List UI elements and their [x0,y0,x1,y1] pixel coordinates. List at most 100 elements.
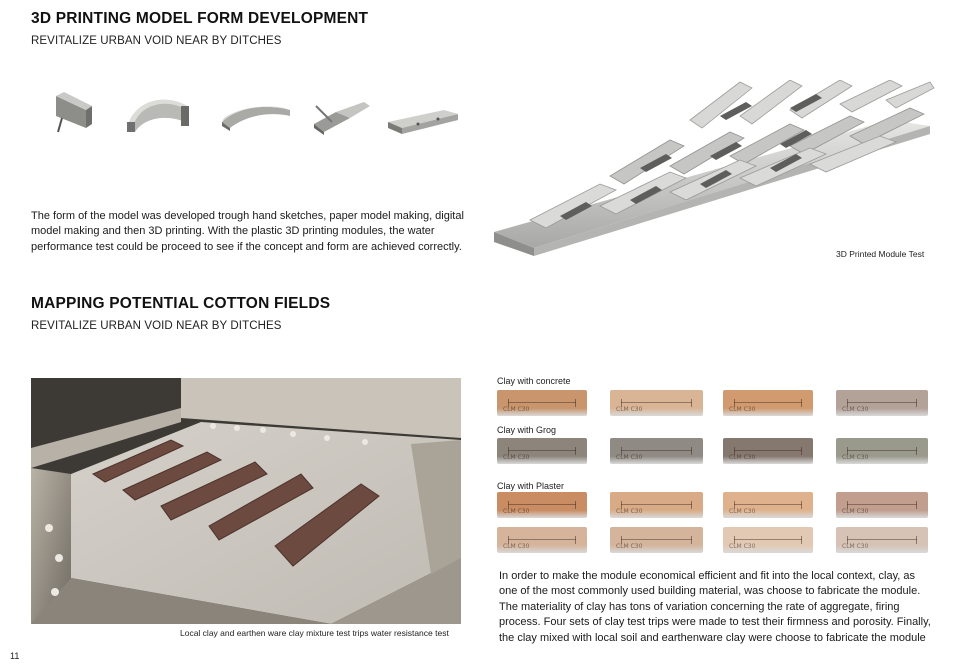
section1-description-line: The form of the model was developed trou… [31,210,464,222]
measure-tick [575,536,577,544]
clay-test-strip: CLM C30 [723,390,813,416]
measure-line [733,538,803,540]
section2-description-line: process. Four sets of clay test trips we… [499,616,931,629]
measure-tick [847,536,849,544]
measure-tick [575,501,577,509]
measure-line [507,449,577,451]
clay-test-strip: CLM C30 [497,438,587,464]
strip-mark-text: CLM C30 [842,406,869,413]
strip-mark-text: CLM C30 [503,508,530,515]
measure-tick [507,399,509,407]
module-image-caption: 3D Printed Module Test [836,249,925,259]
measure-tick [690,447,692,455]
measure-line [621,503,692,505]
section2-description-line: In order to make the module economical e… [499,570,915,582]
measure-line [733,503,803,505]
measure-tick [733,536,735,544]
model-form-2-image [127,99,189,132]
measure-tick [575,399,577,407]
measure-tick [801,501,803,509]
measure-tick [690,399,692,407]
strip-mark-text: CLM C30 [729,543,756,550]
strip-mark-text: CLM C30 [503,406,530,413]
measure-line [847,503,917,505]
clay-test-box-photo [31,378,461,624]
measure-tick [847,501,849,509]
measure-tick [915,536,917,544]
clay-test-strip: CLM C30 [836,492,928,518]
model-form-1-image [56,92,92,133]
measure-line [847,449,917,451]
measure-tick [621,447,623,455]
model-form-5-image [388,110,458,134]
strip-mark-text: CLM C30 [842,508,869,515]
strip-mark-text: CLM C30 [503,543,530,550]
measure-tick [733,447,735,455]
strip-mark-text: CLM C30 [842,543,869,550]
model-form-3-image [222,106,290,131]
strip-mark-text: CLM C30 [616,406,643,413]
measure-tick [507,536,509,544]
measure-tick [801,399,803,407]
section1-description: The form of the model was developed trou… [31,209,464,255]
measure-tick [801,447,803,455]
measure-tick [621,501,623,509]
section1-description-line: performance test could be proceed to see… [31,240,462,253]
clay-box-photo-caption: Local clay and earthen ware clay mixture… [180,628,449,638]
measure-tick [733,501,735,509]
strip-mark-text: CLM C30 [616,454,643,461]
measure-tick [915,399,917,407]
measure-line [733,401,803,403]
measure-tick [915,501,917,509]
clay-test-strip: CLM C30 [723,438,813,464]
measure-line [621,449,692,451]
clay-test-strip: CLM C30 [497,492,587,518]
strip-mark-text: CLM C30 [616,508,643,515]
clay-with-concrete-label: Clay with concrete [497,376,571,386]
section1-title: 3D PRINTING MODEL FORM DEVELOPMENT [31,10,369,27]
measure-tick [915,447,917,455]
strip-mark-text: CLM C30 [842,454,869,461]
clay-test-strip: CLM C30 [610,527,703,553]
measure-line [847,538,917,540]
section2-description: In order to make the module economical e… [499,569,931,646]
clay-with-plaster-label: Clay with Plaster [497,481,565,491]
clay-test-strip: CLM C30 [836,390,928,416]
clay-with-grog-label: Clay with Grog [497,425,557,435]
clay-test-strip: CLM C30 [610,438,703,464]
measure-tick [507,447,509,455]
strip-mark-text: CLM C30 [729,508,756,515]
measure-tick [690,536,692,544]
section2-subtitle: REVITALIZE URBAN VOID NEAR BY DITCHES [31,320,282,332]
measure-tick [733,399,735,407]
section2-description-line: The materiality of clay has tons of vari… [499,600,900,613]
clay-test-strip: CLM C30 [723,527,813,553]
clay-test-strip: CLM C30 [836,438,928,464]
measure-line [733,449,803,451]
model-form-4-image [314,102,370,135]
clay-test-strip: CLM C30 [723,492,813,518]
section2-description-line: one of the most commonly used building m… [499,585,921,598]
strip-mark-text: CLM C30 [616,543,643,550]
measure-tick [575,447,577,455]
measure-tick [801,536,803,544]
measure-tick [621,399,623,407]
section1-description-line: model making and then 3D printing. With … [31,225,435,238]
strip-mark-text: CLM C30 [729,406,756,413]
measure-line [507,538,577,540]
measure-tick [621,536,623,544]
measure-line [621,538,692,540]
3d-printed-module-image [494,80,935,256]
measure-line [507,503,577,505]
clay-test-strip: CLM C30 [610,492,703,518]
measure-tick [507,501,509,509]
measure-line [621,401,692,403]
page-number: 11 [10,651,20,661]
measure-tick [847,399,849,407]
measure-tick [847,447,849,455]
clay-test-strip: CLM C30 [610,390,703,416]
clay-test-strip: CLM C30 [497,390,587,416]
measure-tick [690,501,692,509]
measure-line [847,401,917,403]
section2-title: MAPPING POTENTIAL COTTON FIELDS [31,295,331,312]
